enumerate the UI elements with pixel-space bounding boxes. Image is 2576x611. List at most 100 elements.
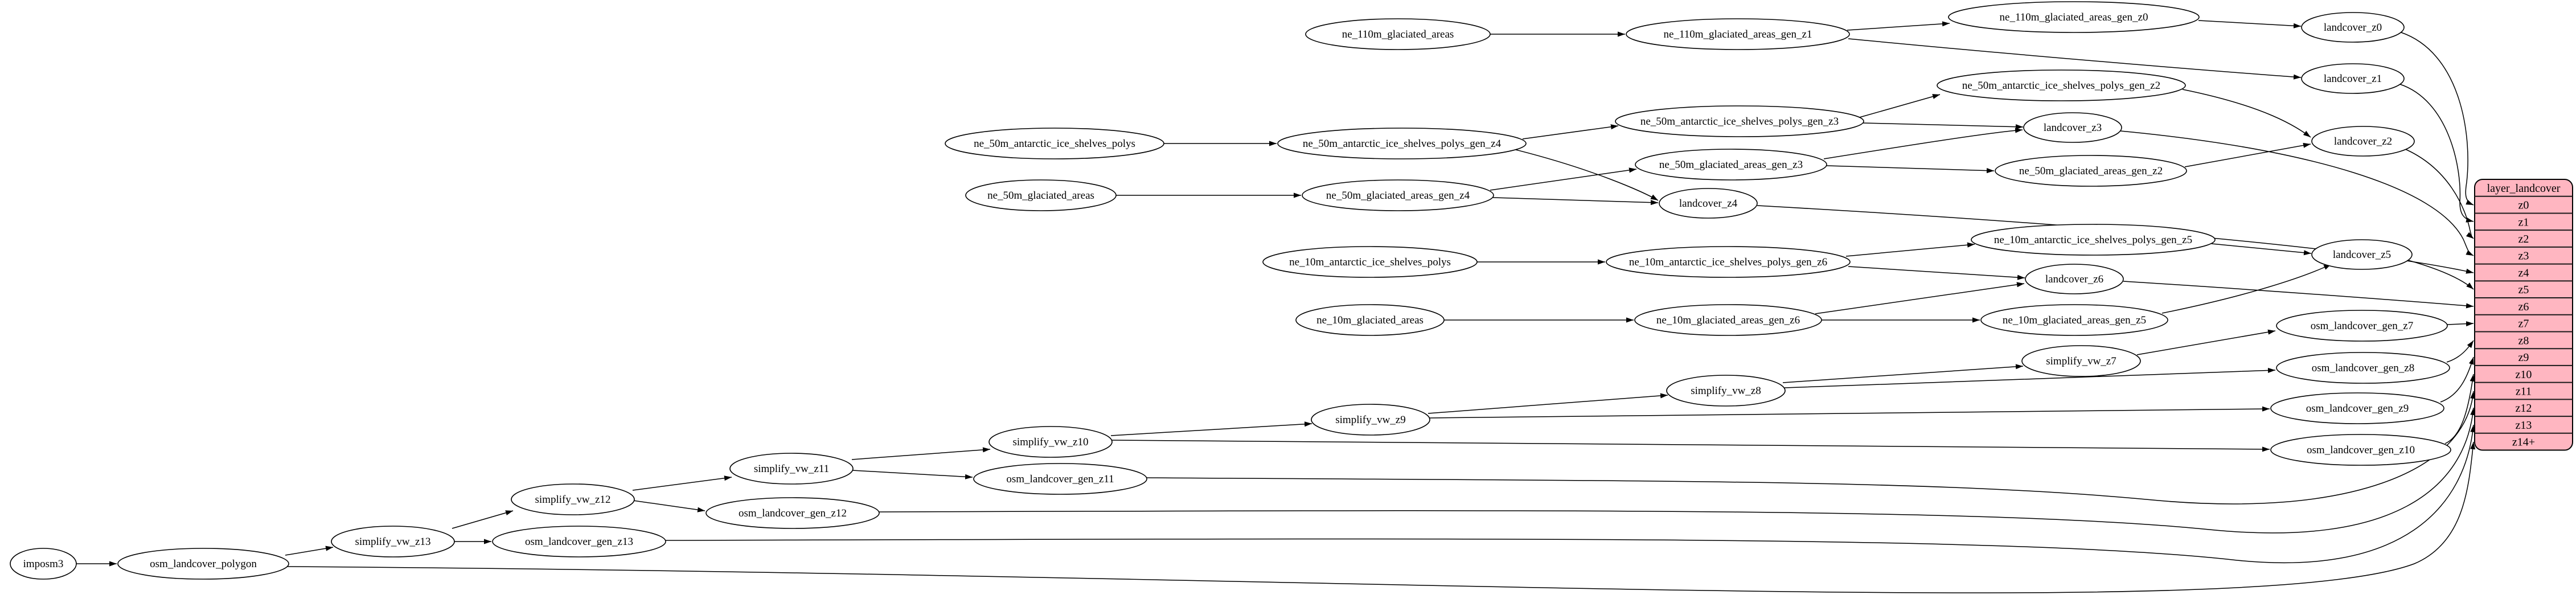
edge-simplify_vw_z9--osm_landcover_gen_z9: [1429, 406, 2270, 419]
node-shape-ne_50m_antarctic_ice_shelves_polys_gen_z2: [1937, 69, 2186, 101]
graph-node-ne_110m_glaciated_areas: ne_110m_glaciated_areas: [1305, 18, 1491, 50]
graph-node-ne_10m_antarctic_ice_shelves_polys: ne_10m_antarctic_ice_shelves_polys: [1262, 246, 1478, 278]
table-row-z4: z4: [2518, 266, 2529, 279]
node-shape-simplify_vw_z13: [331, 526, 455, 557]
node-label-simplify_vw_z11: simplify_vw_z11: [754, 463, 829, 475]
edge-osm_landcover_gen_z11--row-z11: [1146, 391, 2476, 505]
edge-simplify_vw_z7--osm_landcover_gen_z7: [2136, 329, 2276, 355]
node-label-landcover_z3: landcover_z3: [2044, 122, 2102, 134]
table-row-z2: z2: [2518, 233, 2529, 245]
node-label-ne_110m_glaciated_areas_gen_z1: ne_110m_glaciated_areas_gen_z1: [1664, 28, 1812, 40]
node-shape-ne_50m_antarctic_ice_shelves_polys_gen_z4: [1277, 128, 1527, 159]
edge-ne_50m_glaciated_areas_gen_z4--ne_50m_glaciated_areas_gen_z3: [1490, 167, 1637, 191]
node-shape-osm_landcover_gen_z13: [492, 526, 666, 557]
graph-node-osm_landcover_gen_z13: osm_landcover_gen_z13: [492, 526, 666, 557]
table-row-z12: z12: [2516, 402, 2532, 415]
graph-node-landcover_z6: landcover_z6: [2025, 264, 2124, 294]
graph-node-ne_50m_antarctic_ice_shelves_polys_gen_z2: ne_50m_antarctic_ice_shelves_polys_gen_z…: [1937, 69, 2186, 101]
edge-simplify_vw_z12--simplify_vw_z11: [632, 475, 732, 491]
node-label-ne_10m_antarctic_ice_shelves_polys: ne_10m_antarctic_ice_shelves_polys: [1289, 256, 1451, 268]
graph-node-ne_10m_antarctic_ice_shelves_polys_gen_z5: ne_10m_antarctic_ice_shelves_polys_gen_z…: [1971, 224, 2216, 256]
node-shape-landcover_z3: [2023, 112, 2122, 143]
edge-ne_50m_antarctic_ice_shelves_polys_gen_z3--landcover_z3: [1863, 122, 2024, 130]
edge-ne_50m_glaciated_areas_gen_z3--landcover_z3: [1823, 128, 2023, 159]
graph-node-landcover_z0: landcover_z0: [2301, 12, 2405, 43]
table-row-z9: z9: [2518, 351, 2529, 364]
table-layer: layer_landcoverz0z1z2z3z4z5z6z7z8z9z10z1…: [2474, 179, 2573, 451]
node-shape-landcover_z1: [2301, 63, 2405, 94]
node-shape-landcover_z4: [1659, 188, 1758, 219]
node-label-landcover_z0: landcover_z0: [2324, 22, 2382, 34]
edge-simplify_vw_z10--osm_landcover_gen_z10: [1111, 440, 2270, 452]
edges-layer: [76, 20, 2476, 593]
edge-simplify_vw_z8--simplify_vw_z7: [1782, 364, 2024, 383]
graph-node-ne_50m_glaciated_areas_gen_z2: ne_50m_glaciated_areas_gen_z2: [1995, 155, 2187, 187]
graph-node-simplify_vw_z10: simplify_vw_z10: [988, 426, 1113, 458]
node-label-ne_110m_glaciated_areas: ne_110m_glaciated_areas: [1342, 28, 1454, 40]
table-row-z13: z13: [2516, 419, 2532, 432]
node-label-landcover_z4: landcover_z4: [1679, 198, 1738, 210]
node-label-ne_10m_antarctic_ice_shelves_polys_gen_z6: ne_10m_antarctic_ice_shelves_polys_gen_z…: [1629, 256, 1827, 268]
edge-osm_landcover_gen_z9--row-z9: [2440, 356, 2474, 403]
table-row-z1: z1: [2518, 216, 2529, 228]
node-shape-ne_50m_antarctic_ice_shelves_polys: [945, 128, 1164, 159]
node-shape-ne_10m_glaciated_areas_gen_z5: [1980, 304, 2168, 336]
graph-node-simplify_vw_z7: simplify_vw_z7: [2021, 345, 2141, 377]
graph-node-simplify_vw_z8: simplify_vw_z8: [1666, 375, 1786, 407]
node-label-osm_landcover_gen_z9: osm_landcover_gen_z9: [2306, 403, 2409, 415]
node-shape-ne_10m_glaciated_areas: [1295, 304, 1445, 336]
edge-osm_landcover_gen_z8--row-z8: [2446, 340, 2474, 363]
graph-node-ne_50m_glaciated_areas_gen_z4: ne_50m_glaciated_areas_gen_z4: [1302, 179, 1494, 211]
node-label-osm_landcover_gen_z7: osm_landcover_gen_z7: [2311, 320, 2413, 332]
node-shape-ne_110m_glaciated_areas: [1305, 18, 1491, 50]
node-shape-osm_landcover_gen_z10: [2270, 434, 2451, 466]
table-row-z11: z11: [2516, 386, 2532, 398]
node-label-ne_50m_antarctic_ice_shelves_polys_gen_z3: ne_50m_antarctic_ice_shelves_polys_gen_z…: [1640, 116, 1839, 128]
edge-osm_landcover_gen_z13--row-z13: [665, 424, 2476, 564]
graph-node-landcover_z5: landcover_z5: [2311, 239, 2413, 270]
edge-osm_landcover_gen_z10--row-z10: [2444, 374, 2475, 444]
graph-node-ne_110m_glaciated_areas_gen_z1: ne_110m_glaciated_areas_gen_z1: [1626, 18, 1850, 50]
graph-node-simplify_vw_z12: simplify_vw_z12: [511, 483, 635, 515]
edge-simplify_vw_z13--simplify_vw_z12: [452, 510, 514, 529]
graph-node-ne_10m_glaciated_areas: ne_10m_glaciated_areas: [1295, 304, 1445, 336]
node-label-simplify_vw_z10: simplify_vw_z10: [1013, 436, 1089, 448]
node-shape-ne_50m_glaciated_areas_gen_z3: [1635, 149, 1827, 181]
node-label-ne_50m_glaciated_areas_gen_z3: ne_50m_glaciated_areas_gen_z3: [1659, 159, 1803, 171]
node-shape-ne_50m_antarctic_ice_shelves_polys_gen_z3: [1615, 105, 1864, 137]
node-shape-simplify_vw_z11: [729, 453, 854, 485]
edge-landcover_z6--row-z6: [2123, 281, 2474, 309]
node-shape-osm_landcover_gen_z12: [705, 497, 880, 529]
edge-landcover_z2--row-z2: [2403, 148, 2474, 239]
graph-node-ne_10m_antarctic_ice_shelves_polys_gen_z6: ne_10m_antarctic_ice_shelves_polys_gen_z…: [1606, 246, 1851, 278]
graph-node-osm_landcover_gen_z11: osm_landcover_gen_z11: [973, 463, 1147, 495]
node-label-ne_10m_glaciated_areas: ne_10m_glaciated_areas: [1316, 314, 1424, 326]
node-label-ne_10m_glaciated_areas_gen_z6: ne_10m_glaciated_areas_gen_z6: [1656, 314, 1800, 326]
graph-node-osm_landcover_gen_z7: osm_landcover_gen_z7: [2276, 310, 2448, 342]
graph-node-osm_landcover_gen_z12: osm_landcover_gen_z12: [705, 497, 880, 529]
node-shape-ne_50m_glaciated_areas_gen_z4: [1302, 179, 1494, 211]
node-label-ne_50m_glaciated_areas_gen_z4: ne_50m_glaciated_areas_gen_z4: [1326, 190, 1470, 202]
graph-node-simplify_vw_z11: simplify_vw_z11: [729, 453, 854, 485]
node-shape-ne_110m_glaciated_areas_gen_z1: [1626, 18, 1850, 50]
edge-ne_50m_antarctic_ice_shelves_polys_gen_z2--landcover_z2: [2182, 89, 2311, 138]
graph-node-ne_10m_glaciated_areas_gen_z6: ne_10m_glaciated_areas_gen_z6: [1634, 304, 1822, 336]
edge-osm_landcover_gen_z7--row-z7: [2447, 321, 2474, 327]
graph-node-ne_50m_antarctic_ice_shelves_polys: ne_50m_antarctic_ice_shelves_polys: [945, 128, 1164, 159]
table-row-z0: z0: [2518, 199, 2529, 212]
node-label-osm_landcover_gen_z8: osm_landcover_gen_z8: [2312, 362, 2414, 374]
node-shape-imposm3: [10, 548, 77, 580]
table-row-z3: z3: [2518, 250, 2529, 263]
node-label-ne_10m_glaciated_areas_gen_z5: ne_10m_glaciated_areas_gen_z5: [2003, 314, 2146, 326]
node-label-landcover_z1: landcover_z1: [2324, 73, 2382, 85]
node-shape-osm_landcover_gen_z8: [2276, 352, 2450, 384]
graph-node-ne_50m_glaciated_areas_gen_z3: ne_50m_glaciated_areas_gen_z3: [1635, 149, 1827, 181]
graph-node-landcover_z4: landcover_z4: [1659, 188, 1758, 219]
edge-ne_10m_antarctic_ice_shelves_polys_gen_z5--landcover_z5: [2211, 243, 2312, 256]
node-shape-simplify_vw_z10: [988, 426, 1113, 458]
edge-ne_10m_antarctic_ice_shelves_polys_gen_z6--landcover_z6: [1848, 266, 2025, 280]
graph-node-ne_50m_glaciated_areas: ne_50m_glaciated_areas: [965, 179, 1117, 211]
node-shape-landcover_z6: [2025, 264, 2124, 294]
